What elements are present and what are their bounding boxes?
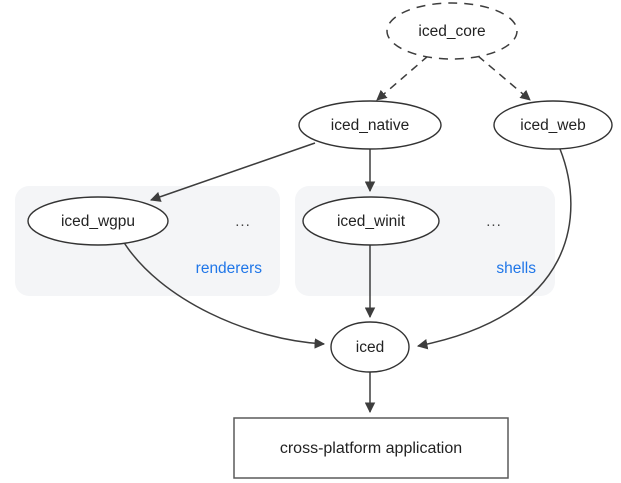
group-renderers-ellipsis: ... [235, 213, 251, 230]
node-iced-wgpu-shape[interactable] [27, 196, 169, 246]
edge-iced-core-to-iced-native [376, 55, 429, 101]
node-iced-core-label: iced_core [418, 23, 485, 40]
node-iced-winit[interactable]: iced_winit [302, 196, 440, 246]
node-iced-wgpu[interactable]: iced_wgpu [27, 196, 169, 246]
node-iced-web-shape[interactable] [493, 100, 613, 150]
node-iced-native-shape[interactable] [298, 100, 442, 150]
node-iced-winit-label: iced_winit [337, 213, 406, 230]
edge-iced-native-to-iced-wgpu [150, 142, 316, 202]
group-renderers-label: renderers [196, 260, 263, 277]
node-iced-core[interactable]: iced_core [386, 2, 518, 60]
node-iced-core-shape[interactable] [386, 2, 518, 60]
edge-iced-wgpu-to-iced [122, 240, 326, 349]
node-iced-shape[interactable] [330, 321, 410, 373]
node-iced-native[interactable]: iced_native [298, 100, 442, 150]
group-shells-ellipsis: ... [486, 213, 502, 230]
node-iced-wgpu-label: iced_wgpu [61, 213, 135, 230]
edge-iced-core-to-iced-web [477, 55, 531, 101]
node-application-shape[interactable] [233, 417, 509, 479]
edge-layer [122, 55, 572, 414]
node-iced[interactable]: iced [330, 321, 410, 373]
node-iced-label: iced [356, 339, 384, 356]
node-iced-web[interactable]: iced_web [493, 100, 613, 150]
node-iced-winit-shape[interactable] [302, 196, 440, 246]
node-iced-web-label: iced_web [520, 117, 586, 134]
node-application-label: cross-platform application [280, 440, 462, 457]
node-iced-native-label: iced_native [331, 117, 409, 134]
node-cross-platform-application[interactable]: cross-platform application [233, 417, 509, 479]
edge-iced-web-to-iced [416, 148, 572, 350]
group-shells-label: shells [496, 260, 536, 277]
